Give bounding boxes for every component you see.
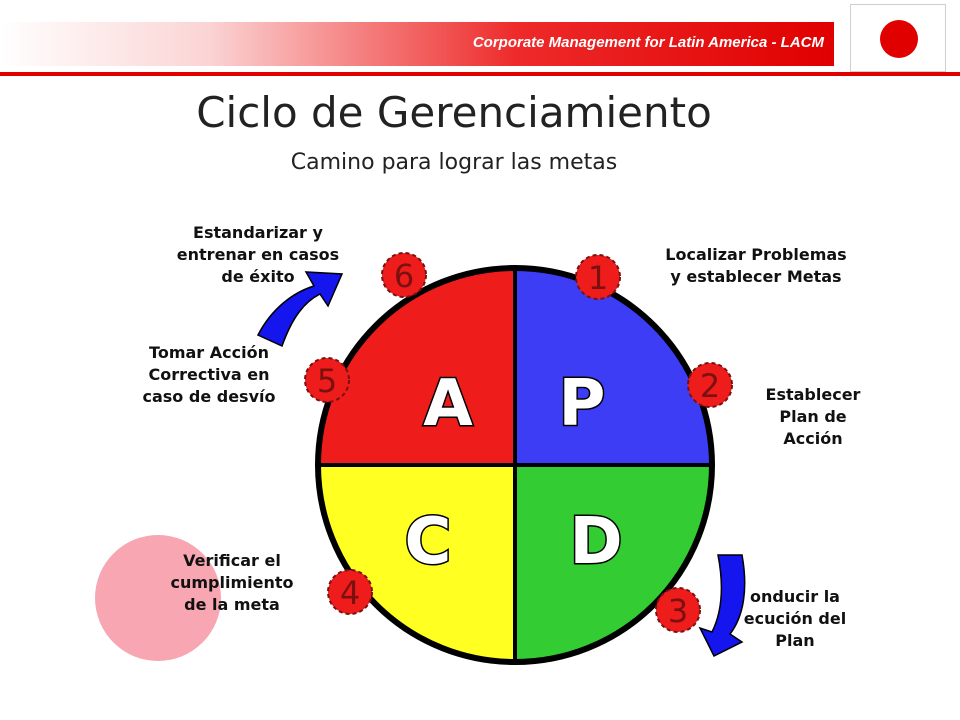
japan-flag-logo bbox=[850, 4, 946, 72]
step-label-3: onducir la ecución del Plan bbox=[743, 587, 847, 650]
step-label-6: Estandarizar y entrenar en casos de éxit… bbox=[176, 223, 340, 286]
step-number: 3 bbox=[668, 592, 688, 630]
step-number: 6 bbox=[394, 257, 414, 295]
header-divider bbox=[0, 72, 960, 76]
quadrant-do bbox=[515, 465, 712, 662]
page-subtitle: Camino para lograr las metas bbox=[290, 150, 618, 175]
step-label-1: Localizar Problemas y establecer Metas bbox=[665, 245, 847, 286]
banner-text: Corporate Management for Latin America -… bbox=[472, 34, 824, 51]
letter-d: D bbox=[569, 505, 622, 579]
step-badge-1: 1 bbox=[575, 254, 621, 300]
step-number: 4 bbox=[340, 574, 360, 612]
pink-circle bbox=[95, 535, 221, 661]
page-title: Ciclo de Gerenciamiento bbox=[196, 88, 712, 137]
flag-sun bbox=[880, 20, 918, 58]
step-badge-3: 3 bbox=[655, 587, 701, 633]
letter-a: A bbox=[423, 367, 473, 441]
curved-arrow-up-icon bbox=[256, 271, 344, 348]
step-label-5: Tomar Acción Correctiva en caso de desví… bbox=[142, 343, 276, 406]
step-label-4: Verificar el cumplimiento de la meta bbox=[170, 551, 294, 614]
quadrant-check bbox=[318, 465, 515, 662]
step-badge-2: 2 bbox=[687, 362, 733, 408]
step-label-2: Establecer Plan de Acción bbox=[765, 385, 861, 448]
step-badge-5: 5 bbox=[304, 357, 350, 403]
step-number: 1 bbox=[588, 259, 608, 297]
letter-p: P bbox=[559, 367, 606, 441]
header-banner bbox=[0, 22, 834, 66]
quadrant-act bbox=[318, 268, 515, 465]
step-number: 2 bbox=[700, 367, 720, 405]
letter-c: C bbox=[405, 505, 452, 579]
quadrant-plan bbox=[515, 268, 712, 465]
step-badge-6: 6 bbox=[381, 252, 427, 298]
step-badge-4: 4 bbox=[327, 569, 373, 615]
curved-arrow-down-icon bbox=[698, 554, 746, 658]
step-number: 5 bbox=[317, 362, 337, 400]
